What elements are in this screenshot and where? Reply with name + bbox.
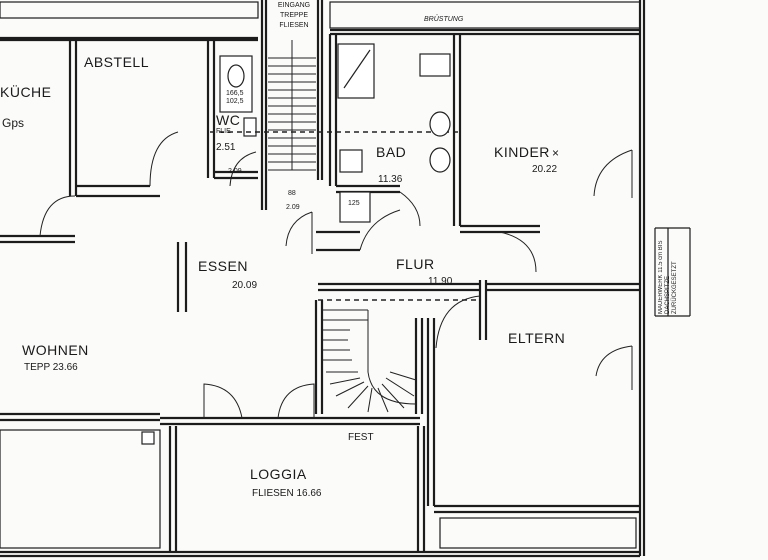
bottom-wall [0,550,640,558]
wall-bad-left [328,34,338,186]
top-wall-right [330,28,640,36]
wc-basin [243,117,257,137]
label-fest: FEST [348,432,374,443]
room-wohnen-name: WOHNEN [22,342,89,358]
room-wc-name: WC [216,112,241,128]
dim-88: 88 [288,190,296,197]
wall-loggia-right [416,426,426,552]
washing-machine [419,53,451,77]
treppe-line-2: TREPPE [279,12,308,19]
room-essen-name: ESSEN [198,258,248,274]
room-kueche-area: Gps [2,116,25,130]
treppe-line-1: EINGANG [277,2,311,9]
wall-staircase-top [260,0,324,210]
wall-loggia-left [168,426,178,552]
shower-size: 125 [348,200,360,207]
pillar [141,431,155,445]
wall-bad-bottom [336,184,400,194]
door-stair [285,211,313,254]
door-wc [229,151,257,187]
wall-eltern-top [478,280,640,340]
wall-flur-bottom [318,282,480,292]
bathtub-drain [343,49,371,89]
room-kueche-name: KÜCHE [0,84,52,100]
room-wohnen-area: TEPP 23.66 [24,362,78,373]
room-kinder-area: 20.22 [532,164,558,175]
bad-toilet [339,149,363,173]
wall-bad-kinder [452,34,462,226]
dim-209-a: 2.09 [228,168,242,175]
room-bad-area: 11.36 [378,174,403,185]
room-kinder-name: KINDER [494,144,550,160]
room-abstell-name: ABSTELL [84,54,149,70]
wall-eltern-left [426,318,436,506]
wall-essen-left [176,242,188,312]
door-kinder [499,231,537,273]
top-wall-left [0,36,258,42]
side-note: MAUERWERK 11.5 cm BIS DACHSPITZE ZURÜCKG… [658,240,678,314]
wall-staircase-bottom [314,300,424,414]
room-flur-name: FLUR [396,256,435,272]
room-eltern-name: ELTERN [508,330,566,346]
eltern-parapet [439,517,637,549]
door-bad [399,191,421,227]
wall-abstell-bottom [76,184,160,198]
treppe-line-3: FLIESEN [279,22,309,29]
door-loggia-double [203,383,315,419]
wc-toilet [227,64,245,88]
door-flur-bad [359,209,401,251]
room-loggia-name: LOGGIA [250,466,307,482]
room-wc-dims: 166,5 102,5 [226,90,244,105]
door-eltern [435,295,481,349]
room-flur-area: 11.90 [428,276,453,287]
wall-kueche-abstell [68,40,78,196]
wall-flur-top [316,230,360,252]
bad-sink-1 [429,111,451,137]
door-abstell [149,131,179,187]
right-balcony [654,227,691,317]
door-eltern-balcony [595,345,633,390]
room-wc-floor: FLIE [216,128,231,135]
room-loggia-area: FLIESEN 16.66 [252,488,322,499]
wall-kueche-bottom [0,234,75,244]
door-kueche [39,195,76,237]
right-exterior-wall [638,0,646,556]
room-essen-area: 20.09 [232,280,258,291]
wall-eltern-bottom [434,504,640,514]
top-parapet-left [0,1,259,19]
wall-wohnen-bottom [0,412,160,422]
top-note: BRÜSTUNG [424,16,464,23]
dim-209-b: 2.09 [286,204,300,211]
room-bad-name: BAD [376,144,407,160]
bad-sink-2 [429,147,451,173]
shower-tray [339,191,371,223]
wall-loggia-top [160,416,420,426]
top-parapet [329,1,641,29]
room-kinder-mark: × [552,146,560,160]
door-kinder-balcony [593,149,633,198]
wall-kinder-bottom [460,224,540,234]
wohnen-parapet [0,429,161,549]
wall-wc-bottom [214,170,258,180]
wall-abstell-wc [206,40,216,178]
room-wc-area: 2.51 [216,142,236,153]
staircase-bottom-steps [322,309,417,413]
staircase-bottom-handrail [367,310,417,405]
